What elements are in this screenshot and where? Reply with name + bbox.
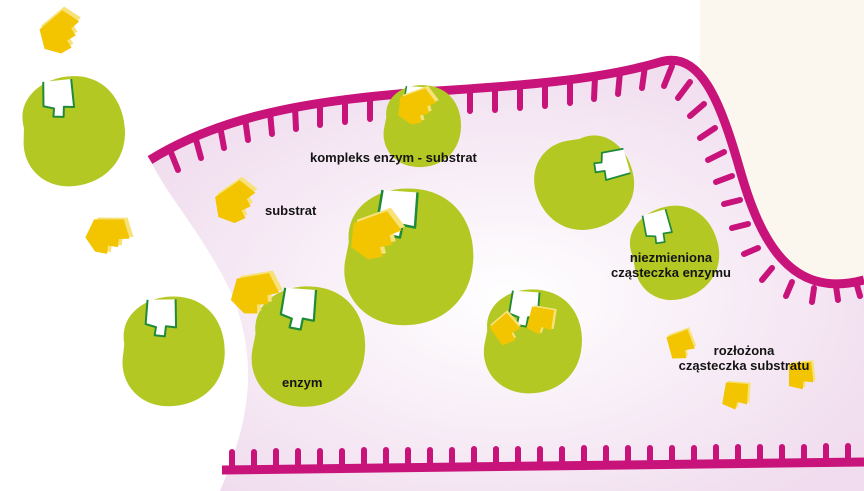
label-complex: kompleks enzym - substrat	[310, 150, 477, 165]
enzyme-substrate-complex	[344, 188, 473, 325]
label-unchanged-enzyme: niezmieniona cząsteczka enzymu	[596, 250, 746, 280]
label-degraded-line1: rozłożona	[660, 343, 828, 358]
enzyme-molecule	[13, 68, 134, 194]
label-unchanged-line1: niezmieniona	[596, 250, 746, 265]
label-degraded-substrate: rozłożona cząsteczka substratu	[660, 343, 828, 373]
enzyme-molecule	[117, 292, 229, 410]
substrate-molecule	[33, 2, 90, 58]
label-unchanged-line2: cząsteczka enzymu	[596, 265, 746, 280]
substrate-molecule	[82, 206, 139, 262]
label-degraded-line2: cząsteczka substratu	[660, 358, 828, 373]
label-substrate: substrat	[265, 203, 316, 218]
enzyme-molecule	[484, 289, 582, 393]
label-enzyme: enzym	[282, 375, 322, 390]
